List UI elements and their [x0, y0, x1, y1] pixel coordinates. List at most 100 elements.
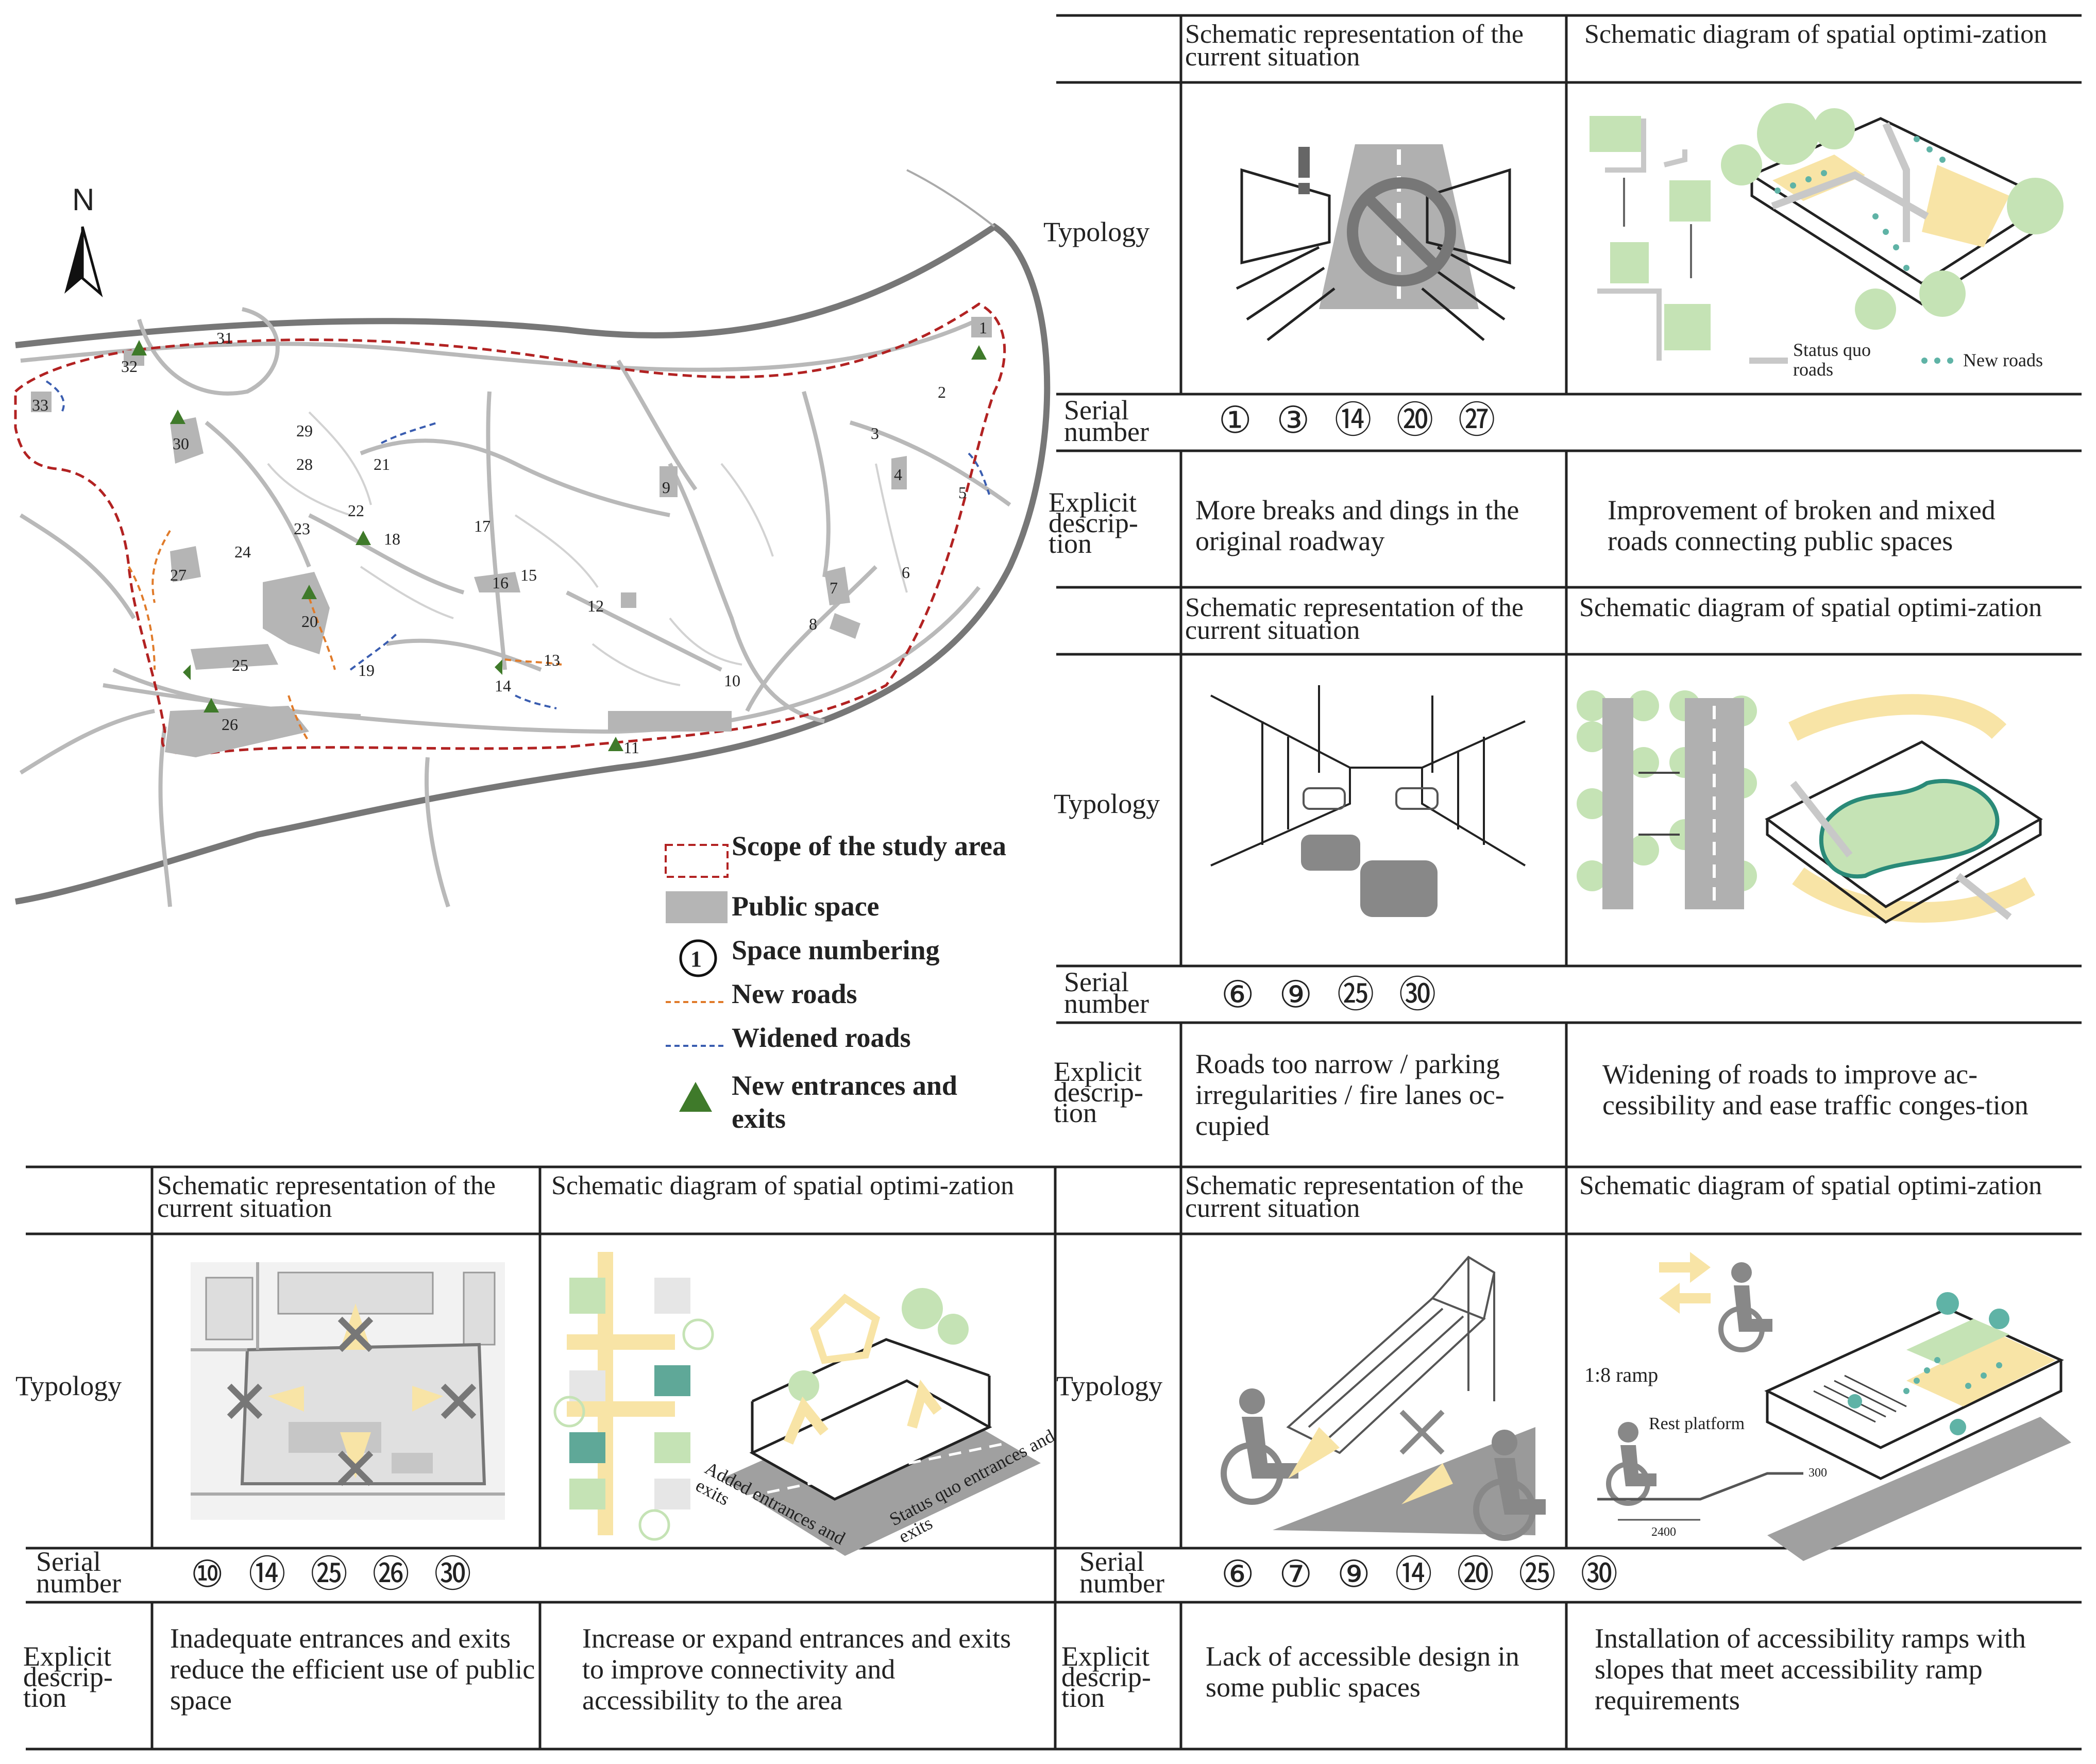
public-spaces: [31, 317, 992, 757]
t4-optimization-desc: Installation of accessibility ramps with…: [1595, 1623, 2026, 1716]
new-entrances: [131, 340, 987, 751]
wheelchair-user-icon: [1221, 1388, 1298, 1505]
t2-serial: ㉚: [1399, 974, 1438, 1015]
legend-public-space-label: Public space: [732, 891, 880, 922]
t4-serial: ⑭: [1395, 1554, 1433, 1595]
north-arrow-icon: [64, 226, 103, 298]
space-number: 11: [623, 738, 639, 757]
space-number: 12: [587, 597, 604, 615]
space-number: 31: [216, 329, 233, 347]
t1-row-typology: Typology: [1043, 216, 1150, 247]
space-number: 32: [121, 357, 138, 376]
t1-row-serial: Serial number: [1064, 395, 1149, 447]
car-icons: [1301, 787, 1439, 917]
space-number: 19: [358, 661, 375, 680]
space-number: 23: [294, 519, 310, 538]
space-number: 14: [495, 676, 511, 695]
t2-row-serial: Serial number: [1064, 966, 1149, 1019]
t1-serial: ⑭: [1334, 400, 1373, 441]
space-number: 16: [492, 573, 509, 592]
space-number: 21: [374, 455, 390, 473]
legend-scope-label: Scope of the study area: [732, 830, 1006, 861]
t3-current-illustration: [191, 1262, 505, 1520]
t1-optimization-illustration: [1590, 103, 2064, 364]
north-label: N: [72, 182, 95, 217]
t3-serial: ㉖: [372, 1554, 411, 1595]
t3-current-desc: Inadequate entrances and exits reduce th…: [170, 1623, 535, 1716]
t3-row-serial: Serial number: [36, 1546, 121, 1599]
space-number: 27: [170, 566, 187, 584]
legend-widened-roads-label: Widened roads: [732, 1022, 911, 1053]
no-entry-icon: [1347, 177, 1456, 286]
space-number: 4: [894, 465, 902, 484]
t2-optimization-desc: Widening of roads to improve ac-cessibil…: [1602, 1059, 2029, 1121]
legend-new-roads-label: New roads: [732, 978, 857, 1009]
t1-serial: ㉗: [1458, 400, 1497, 441]
t4-serial: ㉚: [1580, 1554, 1619, 1595]
space-number: 10: [724, 671, 740, 690]
wheelchair-user-icon-2: [1473, 1430, 1546, 1541]
space-number: 2: [938, 383, 946, 401]
t2-serial: ⑨: [1279, 974, 1314, 1015]
space-number: 33: [32, 396, 48, 414]
t4-header-optimization: Schematic diagram of spatial optimi-zati…: [1579, 1171, 2042, 1200]
legend-public-space-symbol: [666, 891, 728, 923]
t2-current-desc: Roads too narrow / parking irregularitie…: [1195, 1048, 1505, 1141]
t1-legend-new-roads: New roads: [1963, 350, 2043, 370]
t4-serial: ⑨: [1337, 1554, 1372, 1595]
t4-ramp-label: 1:8 ramp: [1584, 1363, 1659, 1386]
space-number: 7: [830, 579, 838, 597]
t2-row-typology: Typology: [1054, 788, 1160, 819]
t2-header-current: Schematic representation of the current …: [1185, 593, 1524, 645]
t2-current-illustration: [1210, 685, 1526, 917]
t3-header-current: Schematic representation of the current …: [157, 1171, 496, 1223]
t2-optimization-illustration: [1577, 690, 2043, 924]
t3-serial: ⑭: [248, 1554, 287, 1595]
t4-serial: ⑳: [1457, 1554, 1495, 1595]
new-roads: [128, 530, 562, 743]
t1-optimization-desc: Improvement of broken and mixed roads co…: [1608, 495, 1996, 556]
legend-new-roads-dots: [1921, 358, 1953, 364]
space-number: 13: [544, 651, 560, 669]
space-number: 28: [296, 455, 313, 473]
t2-serial: ㉕: [1337, 974, 1376, 1015]
t4-serial: ⑥: [1221, 1554, 1256, 1595]
space-number: 18: [384, 530, 400, 548]
table-grid: [26, 14, 2082, 1751]
legend-numbering-symbol-label: 1: [690, 946, 702, 972]
t4-serial: ⑦: [1279, 1554, 1314, 1595]
space-number: 17: [474, 517, 491, 535]
space-number: 26: [222, 715, 238, 734]
legend-numbering-symbol: [679, 939, 717, 977]
campus-map: [14, 169, 1051, 1112]
legend-numbering-label: Space numbering: [732, 935, 940, 965]
t2-header-optimization: Schematic diagram of spatial optimi-zati…: [1579, 593, 2042, 622]
t4-row-typology: Typology: [1056, 1370, 1163, 1401]
t4-row-explicit: Explicit descrip-tion: [1061, 1641, 1151, 1713]
t2-row-explicit: Explicit descrip-tion: [1054, 1056, 1143, 1128]
t4-optimization-illustration: [1597, 1252, 2071, 1561]
t4-rest-label: Rest platform: [1649, 1414, 1745, 1433]
t1-row-explicit: Explicit descrip-tion: [1049, 487, 1138, 559]
space-number: 15: [520, 566, 537, 584]
space-number: 6: [902, 563, 910, 582]
t4-row-serial: Serial number: [1079, 1546, 1164, 1599]
t3-serial: ㉚: [434, 1554, 472, 1595]
space-number: 8: [809, 615, 817, 633]
space-number: 24: [234, 542, 251, 561]
t4-dim-300: 300: [1808, 1466, 1827, 1480]
t1-current-desc: More breaks and dings in the original ro…: [1195, 495, 1519, 556]
space-number: 20: [301, 612, 318, 631]
space-number: 5: [958, 483, 967, 502]
widened-roads: [45, 380, 990, 709]
t3-optimization-illustration: [553, 1252, 1041, 1556]
t3-header-optimization: Schematic diagram of spatial optimi-zati…: [551, 1171, 1015, 1200]
t3-row-typology: Typology: [15, 1370, 122, 1401]
t3-serial: ㉕: [310, 1554, 349, 1595]
space-number: 3: [871, 424, 879, 443]
t3-optimization-desc: Increase or expand entrances and exits t…: [582, 1623, 1011, 1716]
